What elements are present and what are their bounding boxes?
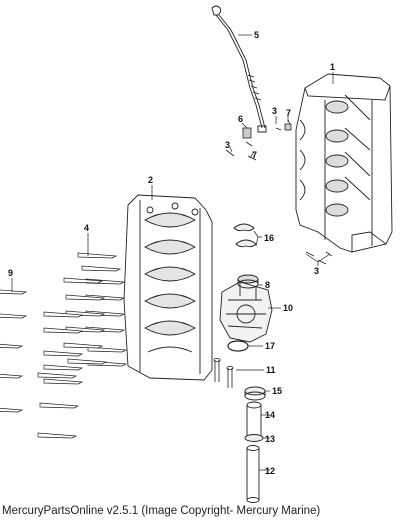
callout-12: 12 [265,466,275,476]
callout-3a: 3 [272,106,277,116]
callouts: 1 2 3 3 3 4 5 6 7 7 8 9 10 11 12 13 14 1… [8,30,335,476]
callout-10: 10 [283,303,293,313]
callout-13: 13 [265,434,275,444]
callout-1: 1 [330,62,335,72]
bolt-set [0,252,127,439]
callout-3c: 3 [314,266,319,276]
callout-5: 5 [254,30,259,40]
callout-7a: 7 [286,108,291,118]
copyright-footer: MercuryPartsOnline v2.5.1 (Image Copyrig… [2,505,321,517]
cylinder-head [123,194,213,381]
callout-2: 2 [148,175,153,185]
small-fasteners [225,119,333,265]
callout-8: 8 [265,280,270,290]
cap [237,274,259,289]
callout-4: 4 [84,223,89,233]
tube-assembly [244,386,266,503]
callout-16: 16 [264,233,274,243]
callout-14: 14 [265,410,275,420]
callout-11: 11 [266,365,276,375]
callout-3b: 3 [225,140,230,150]
housing-assembly [219,281,273,343]
leader-lines [11,34,334,471]
dipstick [211,5,267,133]
cylinder-block [295,73,393,253]
callout-17: 17 [265,341,275,351]
screws [213,357,234,388]
clips [233,223,257,248]
callout-7b: 7 [252,150,257,160]
o-ring [227,340,249,352]
callout-6: 6 [238,114,243,124]
callout-15: 15 [272,386,282,396]
callout-9: 9 [8,268,13,278]
